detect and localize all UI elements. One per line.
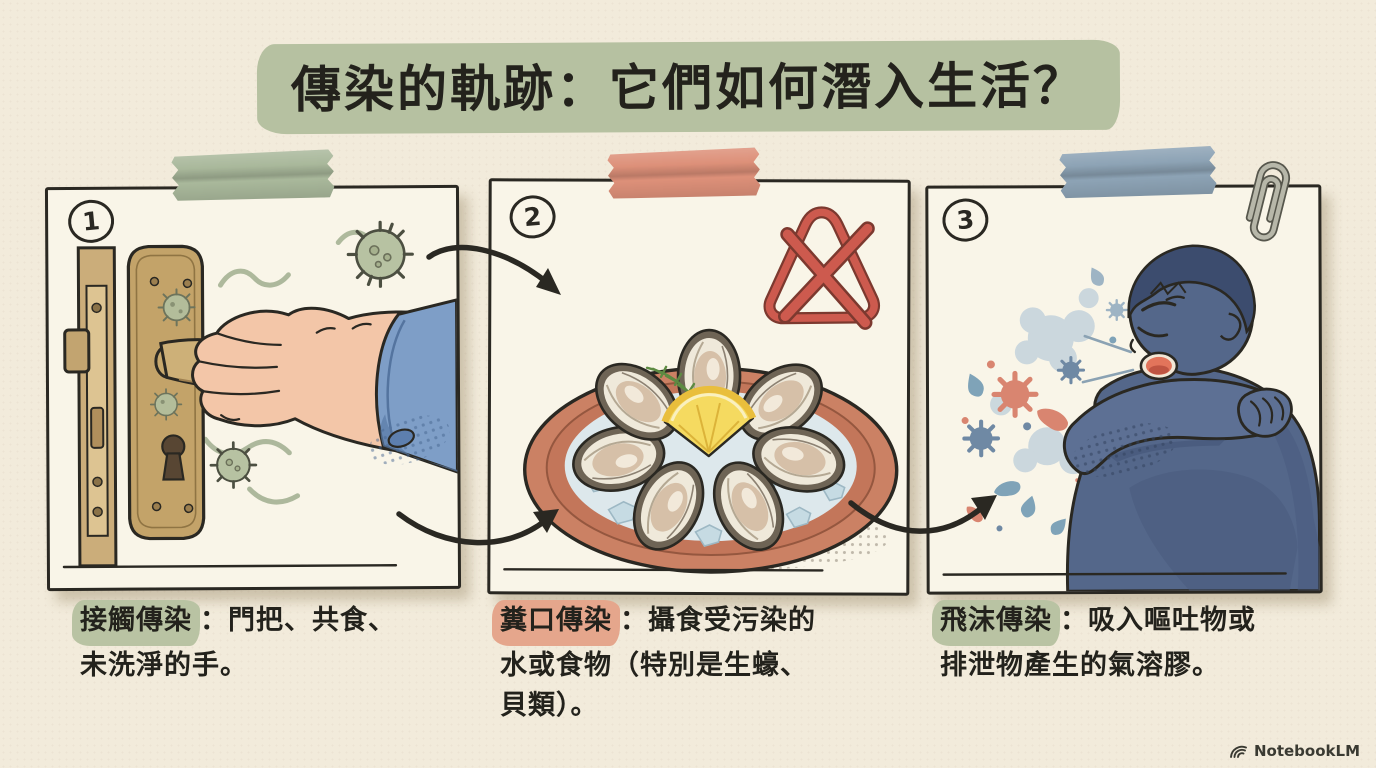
- caption-term-highlight: 接觸傳染: [72, 600, 200, 646]
- caption-text: 未洗淨的手。: [80, 649, 248, 681]
- inner-frame-line: [942, 572, 1287, 576]
- notebooklm-brand: NotebookLM: [1229, 742, 1360, 760]
- panel-droplet-transmission: 3: [925, 184, 1323, 595]
- washi-tape-panel3: [1059, 146, 1217, 200]
- caption-line: 飛沫傳染：吸入嘔吐物或: [932, 600, 1320, 646]
- washi-tape-panel1: [171, 149, 335, 203]
- brand-label: NotebookLM: [1253, 742, 1360, 760]
- caption-fecal-oral-transmission: 糞口傳染：攝食受污染的 水或食物（特別是生蠔、 貝類）。: [492, 600, 900, 727]
- face-features: [1129, 295, 1185, 354]
- panel-fecal-oral-transmission: 2: [487, 178, 911, 596]
- cough-spray-lines: [1081, 334, 1135, 384]
- person-head: [1127, 244, 1257, 381]
- etched-virus-icon: [157, 288, 196, 327]
- lemon-wedge: [661, 385, 757, 458]
- aerosol-clouds: [990, 288, 1099, 475]
- sleeve: [368, 298, 459, 475]
- inner-frame-line: [503, 568, 824, 572]
- caption-text: ：門把、共食、: [200, 605, 396, 636]
- virus-icon: [346, 220, 414, 288]
- panel-contact-transmission: 1: [44, 184, 462, 592]
- open-mouth: [1139, 351, 1179, 381]
- coughing-person-illustration: [942, 244, 1320, 592]
- raised-arm: [1062, 377, 1287, 477]
- etched-virus-icon: [149, 388, 183, 421]
- caption-term-highlight: 飛沫傳染: [932, 600, 1060, 646]
- caption-line: 糞口傳染：攝食受污染的: [492, 600, 900, 646]
- title-highlight: 傳染的軌跡：它們如何潛入生活？: [256, 39, 1120, 135]
- caption-text: 貝類）。: [500, 690, 599, 721]
- door-backplate: [124, 244, 206, 541]
- keyhole: [161, 434, 186, 481]
- hand-on-shoulder: [1237, 387, 1293, 438]
- caption-droplet-transmission: 飛沫傳染：吸入嘔吐物或 排泄物產生的氣溶膠。: [932, 600, 1320, 686]
- oyster-plate-illustration: [503, 206, 899, 574]
- caption-contact-transmission: 接觸傳染：門把、共食、 未洗淨的手。: [72, 600, 450, 686]
- notebooklm-logo-icon: [1230, 745, 1247, 758]
- aerosol-particles: [961, 264, 1128, 538]
- no-eating-warning-icon: [763, 206, 881, 330]
- inner-frame-line: [62, 564, 398, 569]
- caption-text: ：攝食受污染的: [620, 605, 816, 636]
- door-handle-illustration: [62, 220, 459, 569]
- caption-term-highlight: 糞口傳染: [492, 600, 620, 646]
- page-title: 傳染的軌跡：它們如何潛入生活？: [0, 39, 1376, 135]
- door-edge: [63, 246, 118, 568]
- washi-tape-panel2: [607, 147, 761, 200]
- caption-text: 排泄物產生的氣溶膠。: [940, 649, 1220, 681]
- caption-line: 接觸傳染：門把、共食、: [72, 600, 450, 646]
- virus-icon: [209, 441, 258, 489]
- caption-text: 水或食物（特別是生蠔、: [500, 649, 808, 681]
- caption-text: ：吸入嘔吐物或: [1060, 605, 1256, 636]
- oysters: [572, 328, 846, 552]
